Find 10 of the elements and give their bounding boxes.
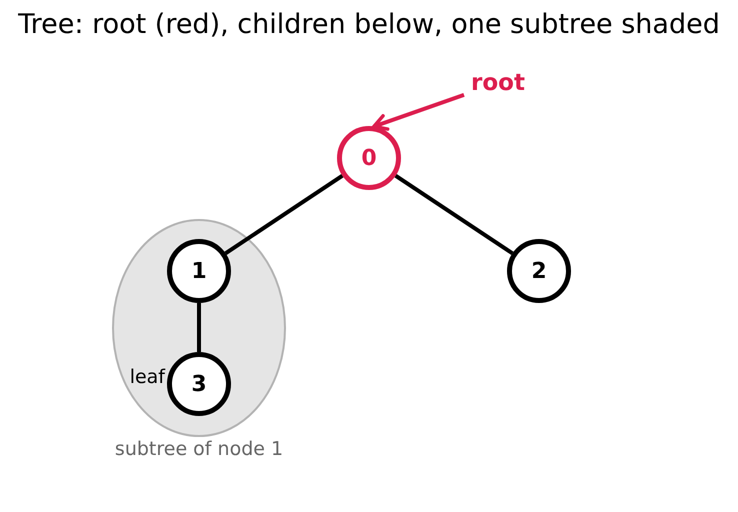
diagram-title: Tree: root (red), children below, one subtree shaded — [18, 8, 720, 42]
subtree-caption: subtree of node 1 — [114, 438, 284, 460]
root-label: root — [464, 68, 532, 98]
leaf-label: leaf — [129, 366, 165, 388]
connector-line — [394, 174, 514, 255]
tree-node-circle: 2 — [507, 239, 571, 303]
connector-line — [224, 174, 344, 255]
tree-node-circle: 0 — [337, 126, 401, 190]
arrow — [372, 93, 465, 131]
connector-line — [197, 303, 201, 352]
